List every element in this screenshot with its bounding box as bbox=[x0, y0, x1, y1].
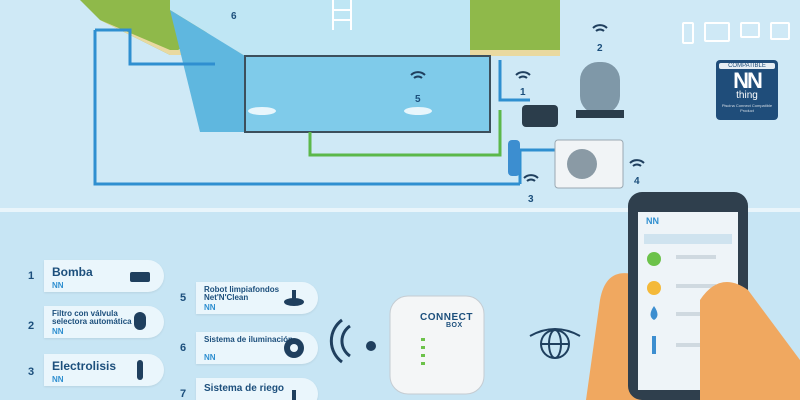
badge-brand: NN bbox=[733, 68, 763, 93]
robot-icon bbox=[284, 290, 304, 306]
wifi-icons-scene bbox=[410, 24, 645, 182]
item-brand: NN bbox=[52, 281, 64, 290]
pipe-skimmer bbox=[498, 60, 530, 102]
pipe-drain bbox=[308, 110, 502, 157]
item-brand: NN bbox=[204, 353, 216, 362]
item-title: Electrolisis bbox=[52, 359, 117, 373]
phone-app-brand: NN bbox=[646, 216, 659, 226]
sprinkler-icon bbox=[292, 390, 296, 400]
marker-6: 6 bbox=[231, 11, 237, 22]
connect-box-device bbox=[389, 295, 485, 395]
pool-water-side bbox=[170, 10, 245, 132]
marker-1: 1 bbox=[520, 87, 526, 98]
marker-2: 2 bbox=[597, 43, 603, 54]
connect-box-subtitle: BOX bbox=[446, 322, 463, 329]
badge-tagline: Piscina Connect Compatible Product bbox=[721, 103, 773, 113]
compatible-badge: COMPATIBLE NN thing Piscina Connect Comp… bbox=[716, 60, 778, 120]
badge-compatible-label: COMPATIBLE bbox=[719, 63, 775, 69]
item-brand: NN bbox=[204, 303, 216, 312]
electrolysis-icon bbox=[137, 360, 143, 380]
electrolysis-cell-icon bbox=[508, 140, 520, 176]
marker-3: 3 bbox=[528, 194, 534, 205]
pool-ladder bbox=[332, 0, 352, 30]
pipe-heatpump bbox=[518, 148, 560, 184]
equipment-item-pump: Bomba NN bbox=[44, 260, 164, 292]
item-number: 7 bbox=[180, 388, 187, 400]
desktop-icon bbox=[770, 22, 790, 40]
item-number: 6 bbox=[180, 342, 187, 354]
filter-icon bbox=[134, 312, 146, 330]
light-icon bbox=[284, 338, 304, 358]
item-title: Filtro con válvula selectora automática bbox=[52, 309, 132, 327]
pool-water-front bbox=[245, 56, 490, 132]
pool-deck-right bbox=[380, 0, 560, 56]
equipment-item-electrolysis: Electrolisis NN bbox=[44, 354, 164, 386]
pool-water-surface bbox=[170, 0, 470, 56]
item-number: 3 bbox=[28, 366, 35, 378]
filter-icon bbox=[580, 62, 620, 114]
equipment-item-robot: Robot limpiafondos Net'N'Clean NN bbox=[196, 282, 318, 314]
section-divider bbox=[0, 208, 800, 214]
pipe-return bbox=[93, 30, 520, 186]
device-compatibility-bar bbox=[682, 22, 790, 44]
item-title: Bomba bbox=[52, 265, 93, 279]
wifi-signal-icon bbox=[329, 318, 351, 364]
item-number: 5 bbox=[180, 292, 187, 304]
globe-icon bbox=[529, 328, 581, 359]
badge-thing: thing bbox=[736, 90, 758, 101]
equipment-item-lighting: Sistema de iluminación NN bbox=[196, 332, 318, 364]
tablet-icon bbox=[704, 22, 730, 42]
item-number: 2 bbox=[28, 320, 35, 332]
item-brand: NN bbox=[52, 327, 64, 336]
connect-box-title: CONNECT bbox=[420, 312, 473, 323]
pool-wall-outline bbox=[244, 55, 491, 133]
equipment-item-filter: Filtro con válvula selectora automática … bbox=[44, 306, 164, 338]
item-number: 1 bbox=[28, 270, 35, 282]
item-title: Robot limpiafondos Net'N'Clean bbox=[204, 285, 280, 303]
item-brand: NN bbox=[52, 375, 64, 384]
hand-illustration bbox=[586, 273, 700, 400]
marker-5: 5 bbox=[415, 94, 421, 105]
pump-icon bbox=[130, 272, 150, 282]
item-title: Sistema de iluminación bbox=[204, 335, 293, 344]
pump-icon bbox=[522, 105, 558, 127]
phone-icon bbox=[682, 22, 694, 44]
robot-cleaner-icon bbox=[404, 107, 432, 115]
marker-4: 4 bbox=[634, 176, 640, 187]
laptop-icon bbox=[740, 22, 760, 38]
pool-light-icon bbox=[248, 107, 276, 115]
pipe-inlet bbox=[95, 28, 215, 66]
item-title: Sistema de riego bbox=[204, 383, 285, 394]
equipment-item-irrigation: Sistema de riego NN bbox=[196, 378, 318, 400]
